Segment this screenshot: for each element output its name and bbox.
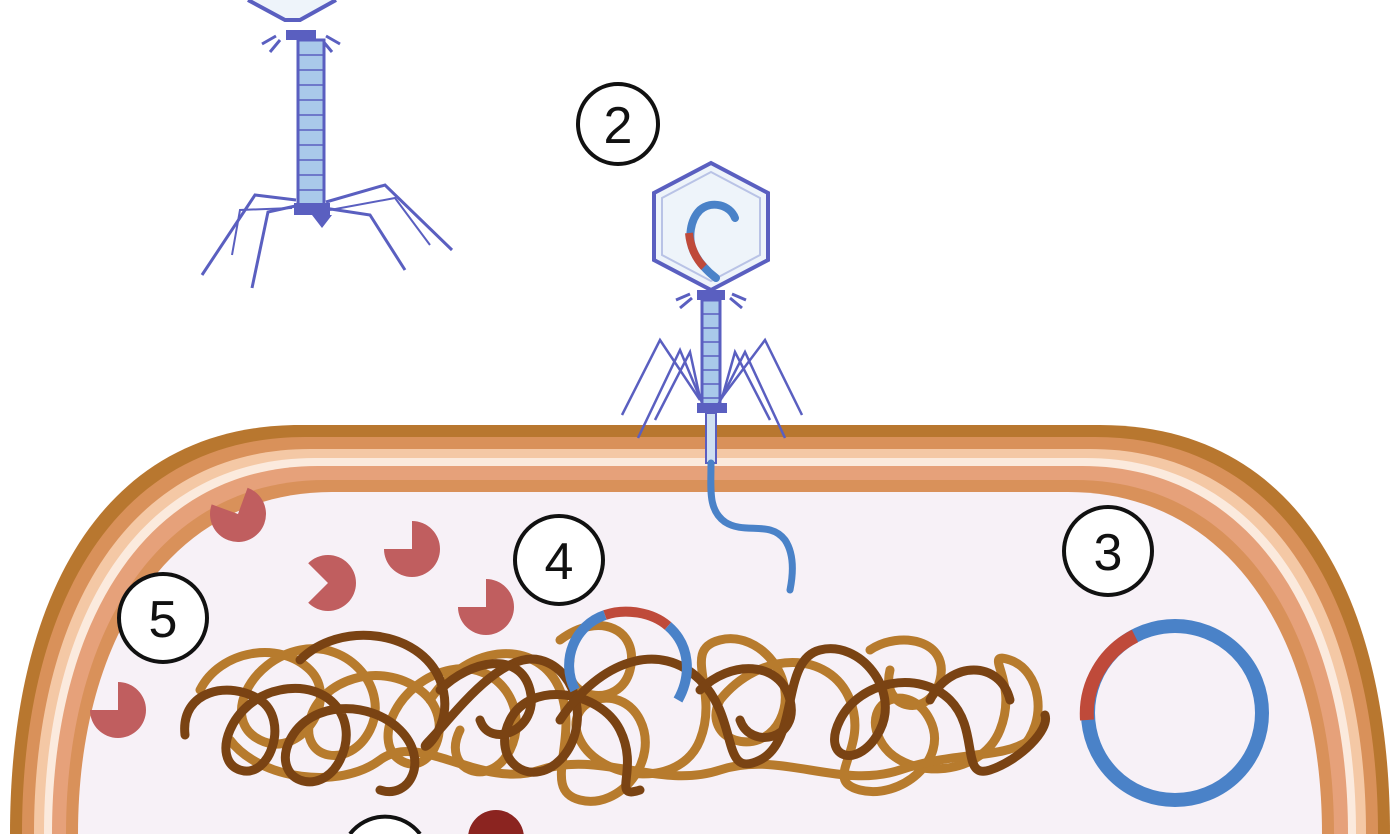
attached-bacteriophage-icon	[620, 160, 804, 594]
enzyme-icon	[308, 555, 356, 612]
enzyme-icon	[210, 487, 266, 542]
step-marker-5: 5	[117, 572, 209, 664]
enzyme-icon	[384, 521, 440, 577]
circular-phage-dna-plasmid-icon	[1079, 619, 1269, 807]
svg-text:4: 4	[545, 533, 574, 591]
host-chromosome-icon	[180, 621, 1050, 806]
svg-text:2: 2	[604, 97, 633, 155]
injected-phage-dna	[707, 459, 796, 594]
svg-text:3: 3	[1094, 524, 1123, 582]
step-marker-partial	[348, 814, 422, 834]
enzyme-icons	[90, 487, 514, 738]
enzyme-icon	[458, 579, 514, 635]
dark-protein-icon	[468, 810, 524, 834]
step-marker-3: 3	[1062, 505, 1154, 597]
step-marker-2: 2	[576, 82, 660, 166]
step-marker-4: 4	[513, 514, 605, 606]
enzyme-icon	[90, 682, 146, 738]
svg-text:5: 5	[149, 591, 178, 649]
integrated-phage-dna	[564, 606, 692, 703]
free-bacteriophage-icon	[200, 0, 454, 289]
